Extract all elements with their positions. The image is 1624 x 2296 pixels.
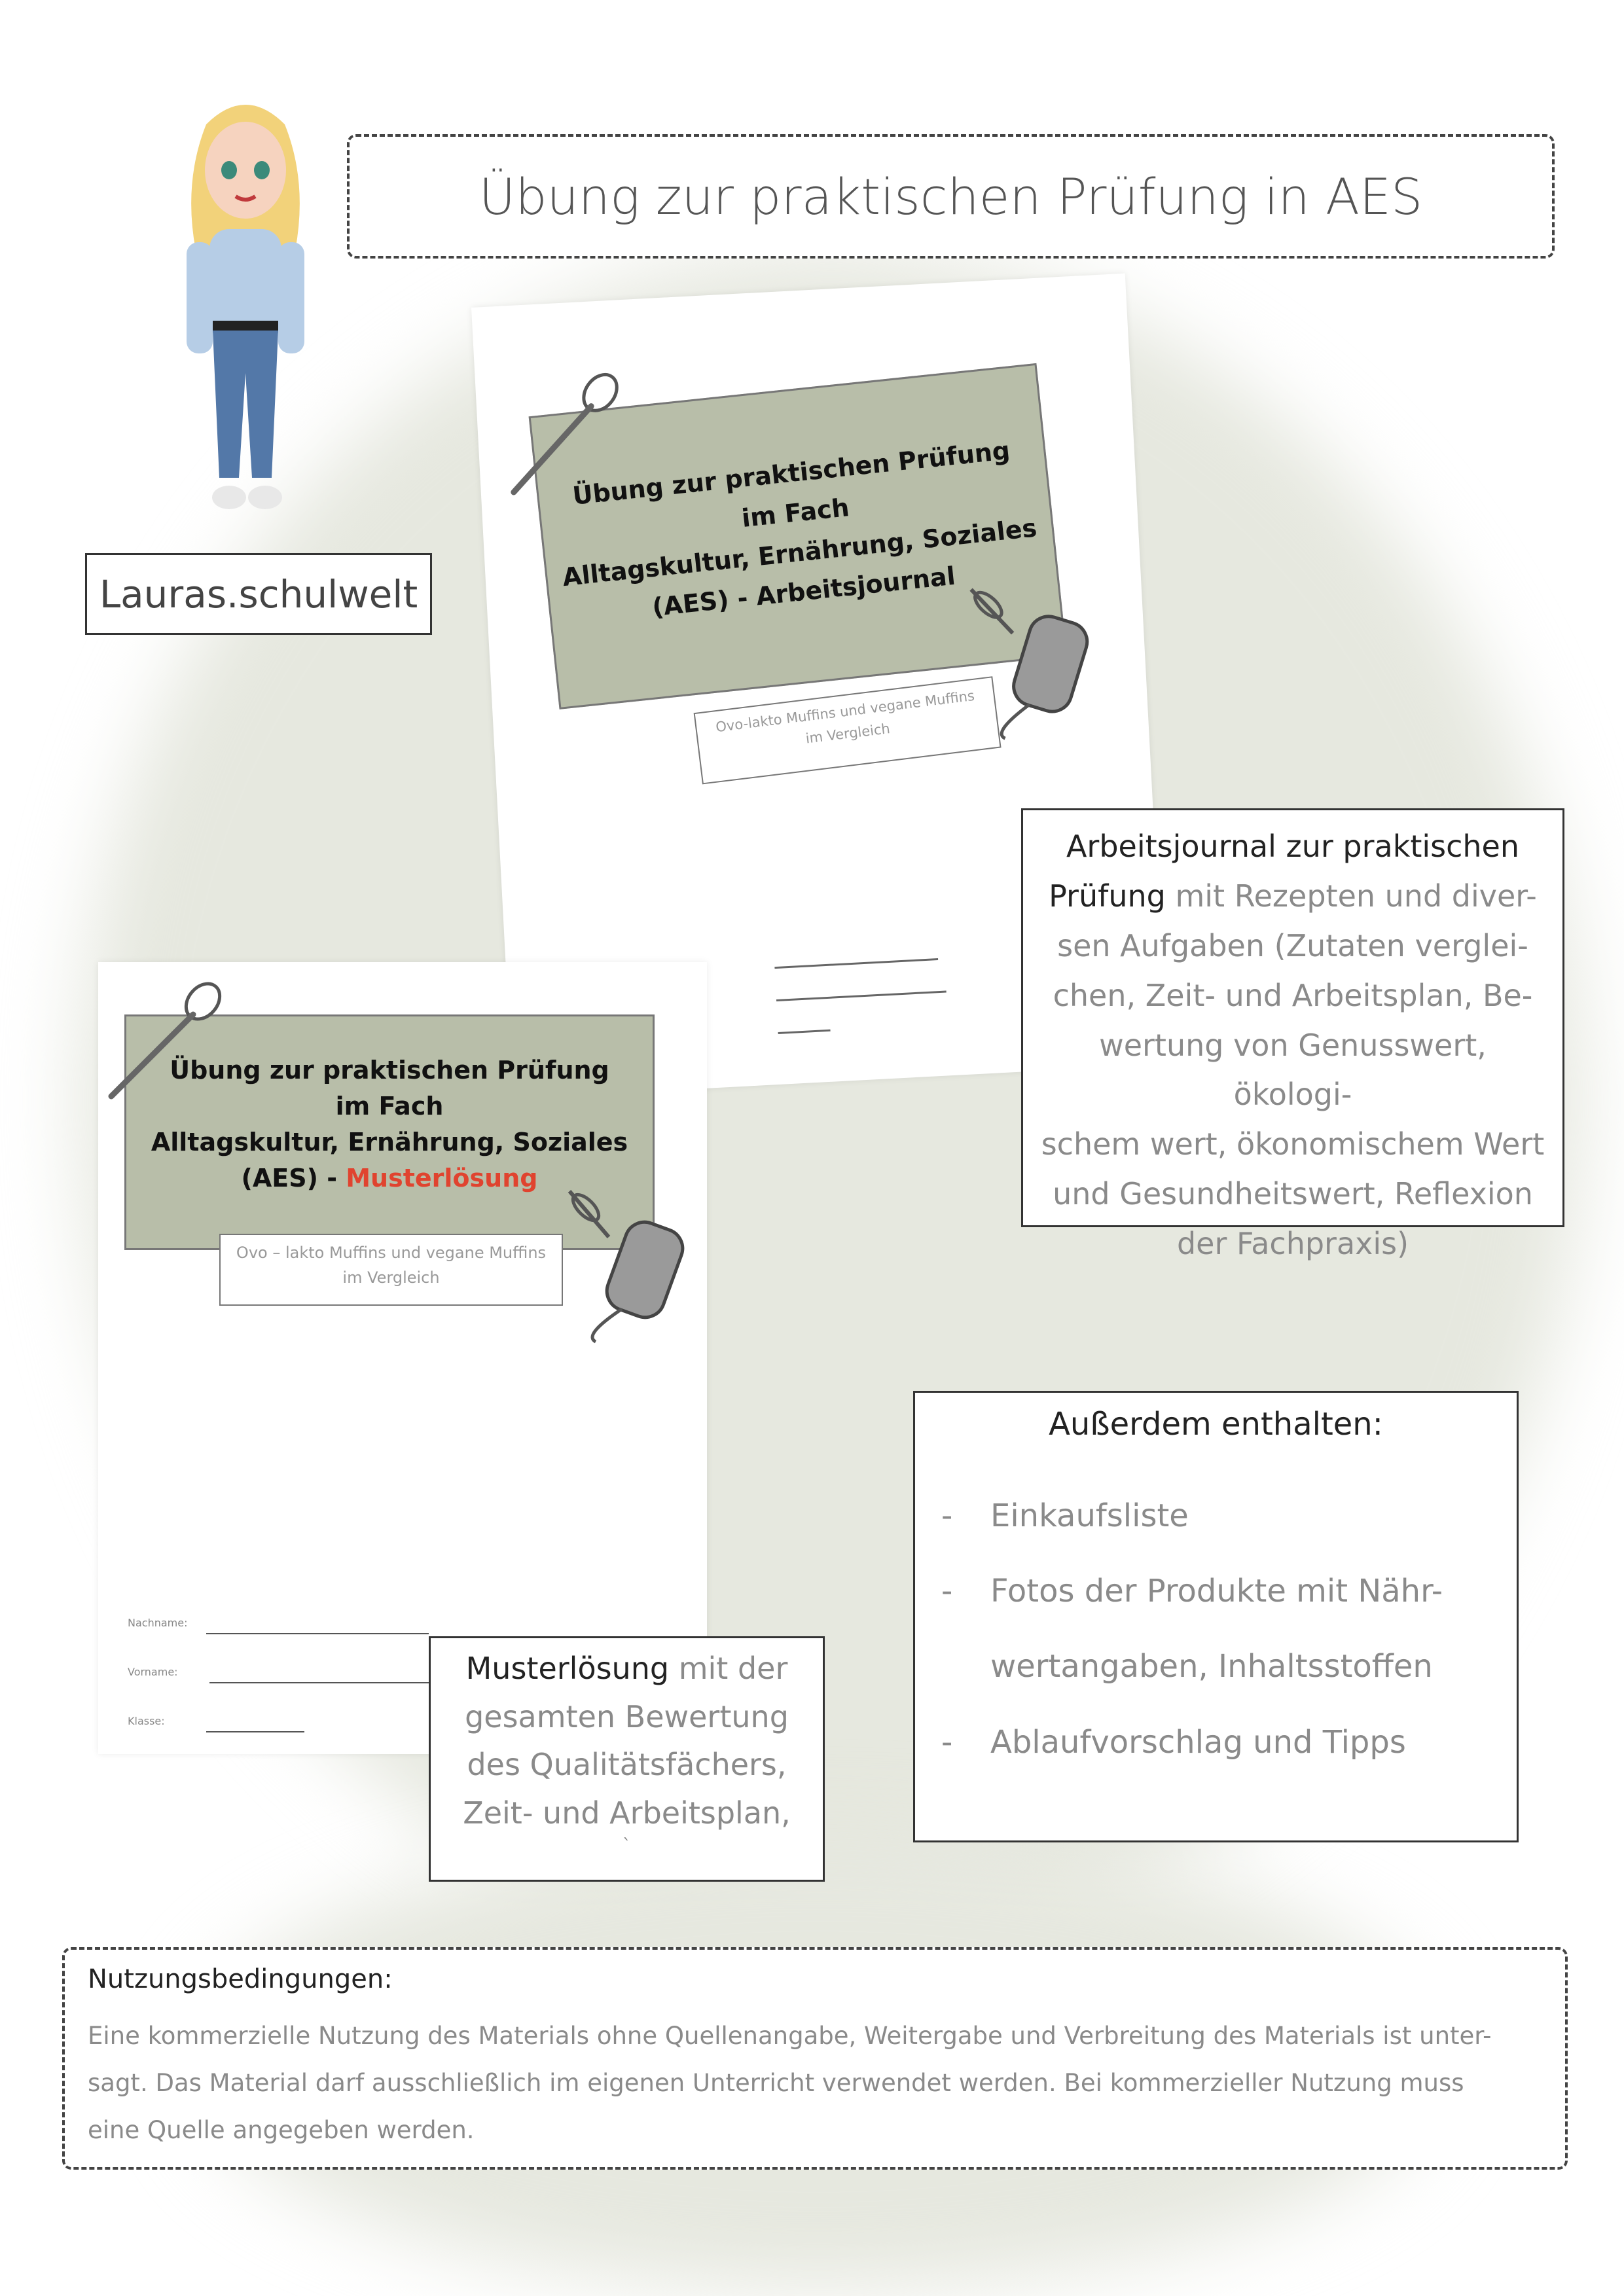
solution-desc-line: ` [623,1836,631,1856]
brand-name: Lauras.schulwelt [99,571,418,617]
journal-desc-lead-b: Prüfung [1049,878,1166,914]
extras-item: - Fotos der Produkte mit Nähr- wertangab… [941,1554,1490,1704]
cover-line [776,990,947,1002]
cover-line [778,1029,831,1034]
terms-box: Nutzungsbedingungen: Eine kommerzielle N… [62,1947,1568,2170]
solution-title-line: Alltagskultur, Ernährung, Soziales [151,1128,628,1157]
dash-icon: - [941,1498,953,1534]
terms-line: eine Quelle angegeben werden. [88,2116,475,2145]
extras-item-text: Einkaufsliste [990,1498,1189,1534]
extras-item-text: Fotos der Produkte mit Nähr- [990,1573,1443,1610]
terms-line: Eine kommerzielle Nutzung des Materials … [88,2022,1492,2050]
form-label-firstname: Vorname: [128,1666,178,1678]
dash-icon: - [941,1573,953,1610]
spoon-icon [108,982,222,1100]
solution-desc-rest: mit der [669,1651,788,1686]
cover-line [774,958,939,969]
solution-subtitle-box: Ovo – lakto Muffins und vegane Muffins i… [219,1234,563,1306]
journal-desc-line: Prüfung mit Rezepten und diver- [1036,872,1549,922]
solution-title-card: Übung zur praktischen Prüfung im Fach Al… [124,1014,655,1250]
form-line-class [206,1731,304,1732]
brand-box: Lauras.schulwelt [85,553,432,635]
form-label-class: Klasse: [128,1715,165,1727]
terms-heading: Nutzungsbedingungen: [88,1964,393,1994]
journal-desc-line: schem wert, ökonomischem Wert [1041,1126,1545,1162]
solution-desc-line: Musterlösung mit der [439,1645,815,1693]
solution-desc-lead: Musterlösung [465,1651,670,1686]
journal-desc-line: wertung von Genusswert, ökologi- [1099,1027,1487,1113]
extras-item-text: Ablaufvorschlag und Tipps [990,1723,1406,1761]
journal-cover-sheet: Übung zur praktischen Prüfung im Fach Al… [471,273,1166,1099]
extras-box: Außerdem enthalten: - Einkaufsliste - Fo… [913,1391,1519,1842]
journal-subtitle-box: Ovo-lakto Muffins und vegane Muffins im … [693,676,1001,785]
solution-title-prefix: (AES) - [241,1164,346,1193]
extras-item: - Ablaufvorschlag und Tipps [941,1705,1490,1780]
extras-item: - Einkaufsliste [941,1479,1490,1554]
journal-desc-line: und Gesundheitswert, Reflexion [1053,1176,1533,1212]
header-title-box: Übung zur praktischen Prüfung in AES [347,134,1555,259]
page-title: Übung zur praktischen Prüfung in AES [478,167,1423,226]
extras-heading: Außerdem enthalten: [1049,1406,1383,1443]
journal-desc-rest: mit Rezepten und diver- [1165,878,1537,914]
mixer-icon [969,588,1089,740]
extras-item-text: wertangaben, Inhaltsstoffen [990,1648,1433,1685]
form-line-firstname [209,1682,432,1683]
solution-subtitle-line: im Vergleich [342,1268,440,1287]
terms-line: sagt. Das Material darf ausschließlich i… [88,2069,1464,2098]
journal-desc-line: der Fachpraxis) [1176,1226,1409,1262]
solution-title-line: (AES) - Musterlösung [126,1160,653,1196]
solution-title-line: im Fach [335,1092,444,1121]
solution-subtitle-line: Ovo – lakto Muffins und vegane Muffins [236,1244,547,1262]
journal-description-box: Arbeitsjournal zur praktischen Prüfung m… [1021,808,1564,1261]
solution-desc-line: Zeit- und Arbeitsplan, [463,1795,791,1831]
solution-title-line: Übung zur praktischen Prüfung [170,1056,609,1085]
solution-title-highlight: Musterlösung [346,1164,538,1193]
mixer-icon [568,1190,685,1344]
journal-desc-line: sen Aufgaben (Zutaten verglei- [1057,927,1528,963]
solution-description-box: Musterlösung mit der gesamten Bewertung … [429,1636,825,1882]
form-label-lastname: Nachname: [128,1617,188,1629]
journal-desc-line: chen, Zeit- und Arbeitsplan, Be- [1053,977,1533,1013]
journal-desc-lead: Arbeitsjournal zur praktischen [1066,829,1520,864]
avatar [187,105,304,509]
form-line-lastname [206,1633,429,1634]
dash-icon: - [941,1723,953,1761]
spoon-icon [511,372,619,495]
solution-desc-line: gesamten Bewertung [465,1698,789,1734]
solution-cover-sheet: Übung zur praktischen Prüfung im Fach Al… [98,962,707,1754]
solution-desc-line: des Qualitätsfächers, [467,1747,787,1783]
